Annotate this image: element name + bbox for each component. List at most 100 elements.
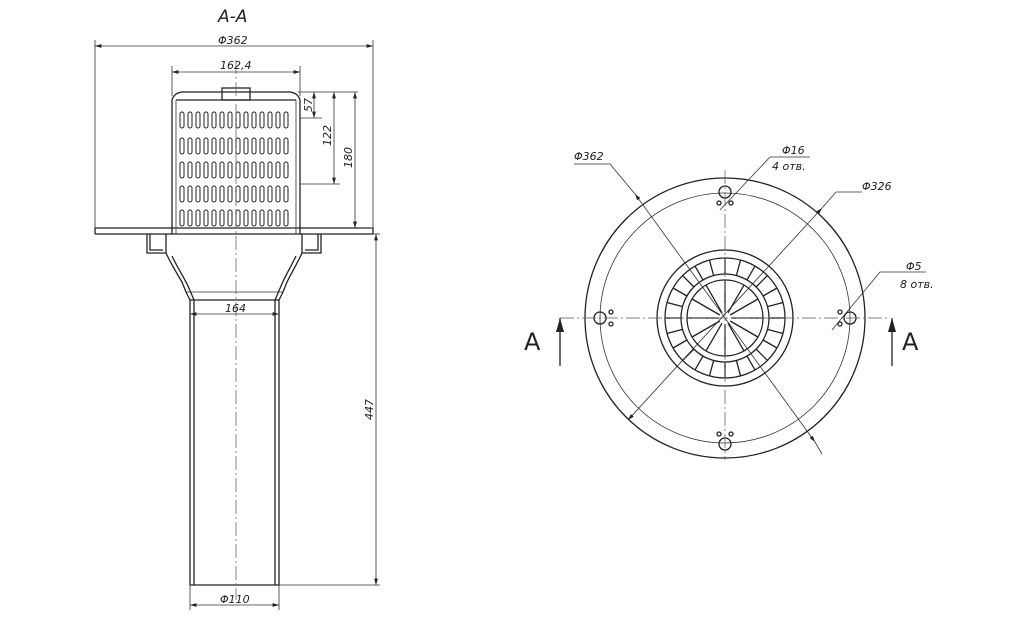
grate-slot	[251, 111, 257, 129]
grate-slot	[195, 185, 201, 203]
grate-slot	[219, 137, 225, 155]
grate-slot	[211, 111, 217, 129]
section-marker-right: A	[888, 318, 919, 366]
plan-outer-spoke	[767, 301, 784, 308]
grate-slot	[251, 209, 257, 227]
section-label-left: A	[524, 328, 541, 356]
grate-slot	[267, 209, 273, 227]
grate-slot	[251, 185, 257, 203]
grate-slot	[259, 137, 265, 155]
dim-164-label: 164	[225, 302, 246, 315]
grate-slot	[283, 161, 289, 179]
grate-slot	[211, 209, 217, 227]
plan-outer-spoke	[746, 265, 756, 281]
dim-447-label: 447	[363, 399, 376, 420]
section-label-right: A	[902, 328, 919, 356]
grate-slot	[203, 161, 209, 179]
section-view: A-A	[94, 7, 380, 610]
grate-slot	[267, 111, 273, 129]
side-cups	[146, 234, 322, 254]
grate-slot	[187, 209, 193, 227]
dim-180-label: 180	[342, 147, 355, 168]
grate-slot	[235, 137, 241, 155]
plan-outer-spoke	[694, 355, 704, 371]
grate-slot	[187, 161, 193, 179]
grate-slot	[195, 137, 201, 155]
plan-outer-spoke	[762, 287, 778, 297]
grate-slot	[179, 209, 185, 227]
grate-slot	[187, 111, 193, 129]
dim-total-height: 447	[279, 233, 380, 586]
dim-body-diameter: 164	[190, 302, 279, 316]
grate-slot	[227, 209, 233, 227]
grate-slot	[195, 209, 201, 227]
grate-slot	[275, 137, 281, 155]
grate-slot	[219, 185, 225, 203]
plan-326-label: Φ326	[862, 180, 892, 193]
plan-outer-spoke	[762, 339, 778, 349]
leader-bolt-5: Φ5 8 отв.	[831, 260, 934, 331]
grate-slot	[283, 209, 289, 227]
plan-outer-spoke	[735, 259, 742, 276]
grate-slot	[203, 185, 209, 203]
plan-outer-spoke	[672, 339, 688, 349]
grate-slot	[211, 137, 217, 155]
plan-outer-spoke	[666, 328, 683, 335]
grate-slot	[179, 137, 185, 155]
grate-slot	[187, 185, 193, 203]
grate-slot	[259, 161, 265, 179]
grate-slot	[227, 161, 233, 179]
drain-body	[165, 252, 303, 586]
plan-outer-spoke	[672, 287, 688, 297]
section-marker-left: A	[524, 318, 564, 366]
grate-slot	[235, 185, 241, 203]
grate-slot	[283, 111, 289, 129]
plan-view: A A Φ362 Φ326 Φ16 4 отв. Φ5 8 отв.	[524, 144, 934, 460]
plan-outer-spoke	[767, 328, 784, 335]
grate-slot	[243, 209, 249, 227]
dim-57-label: 57	[302, 98, 315, 112]
grate-slot	[259, 111, 265, 129]
grate-slot	[203, 111, 209, 129]
grate-slot	[227, 111, 233, 129]
grate-slot	[219, 209, 225, 227]
plan-outer-diameter-label: Φ362	[574, 150, 604, 163]
grate-slot	[251, 161, 257, 179]
grate-slot	[267, 137, 273, 155]
grate-slot	[187, 137, 193, 155]
grate-slot	[259, 209, 265, 227]
grate-slot	[211, 185, 217, 203]
grate-slot	[243, 161, 249, 179]
plan-outer-spoke	[708, 259, 715, 276]
grate-slot	[235, 161, 241, 179]
grate-slot	[195, 111, 201, 129]
grate-slot	[243, 111, 249, 129]
grate-slot	[267, 185, 273, 203]
dim-flange-diameter-label: Φ362	[218, 34, 248, 47]
grate-slot	[251, 137, 257, 155]
plan-outer-spoke	[708, 360, 715, 377]
grate-slot	[179, 185, 185, 203]
plan-5-label: Φ5	[906, 260, 922, 273]
plan-16-qty: 4 отв.	[772, 160, 806, 173]
dim-pipe-diameter-label: Φ110	[220, 593, 250, 606]
plan-outer-spoke	[755, 348, 768, 361]
section-title: A-A	[217, 7, 247, 27]
dim-122-label: 122	[321, 125, 334, 146]
grate-slot	[203, 209, 209, 227]
grate-slot	[267, 161, 273, 179]
plan-outer-spoke	[735, 360, 742, 377]
grate-slot	[243, 185, 249, 203]
grate-slot	[283, 137, 289, 155]
plan-outer-spoke	[666, 301, 683, 308]
grate-slot	[179, 161, 185, 179]
grate-slot	[219, 111, 225, 129]
grate-slots	[179, 111, 289, 227]
grate-slot	[235, 111, 241, 129]
plan-16-label: Φ16	[782, 144, 805, 157]
flange	[94, 227, 374, 235]
plan-outer-spoke	[682, 275, 695, 288]
plan-5-qty: 8 отв.	[900, 278, 934, 291]
grate-slot	[227, 137, 233, 155]
dim-grate-diameter: 162,4	[171, 59, 301, 96]
